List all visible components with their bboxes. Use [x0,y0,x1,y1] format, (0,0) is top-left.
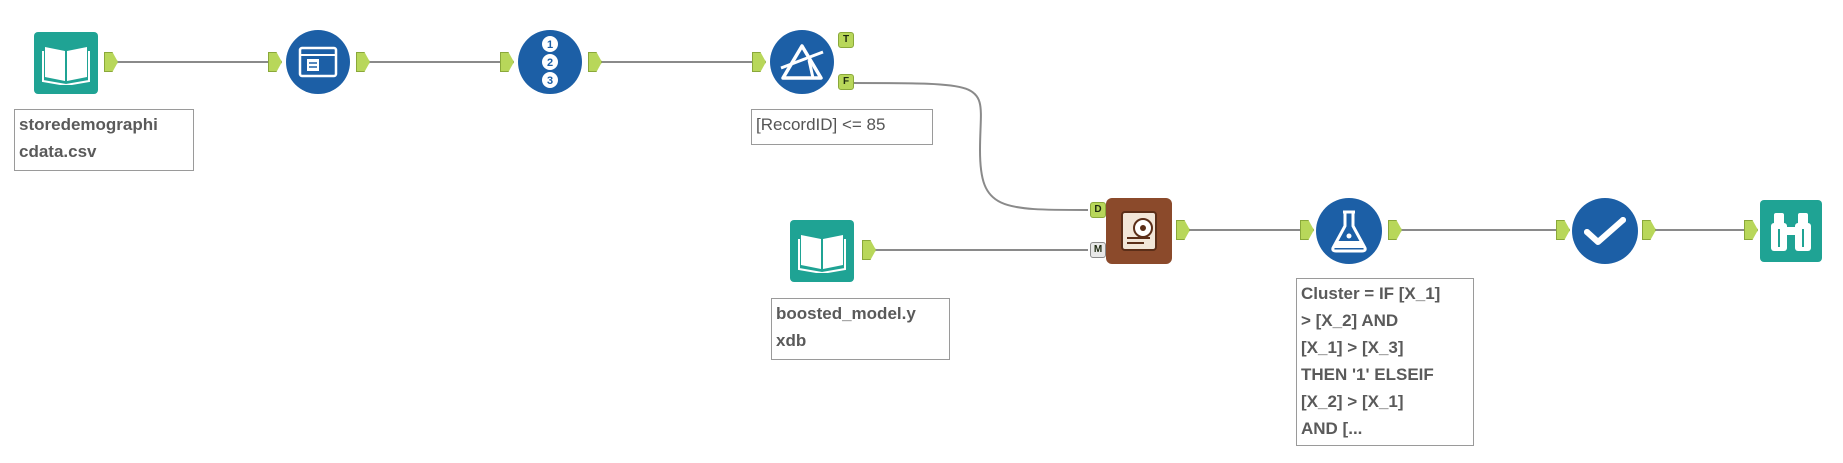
score-output-anchor[interactable] [1176,220,1190,240]
input-model-output-anchor[interactable] [862,240,876,260]
filter-annotation: [RecordID] <= 85 [751,109,933,145]
select-tool[interactable] [286,30,350,94]
wire-filter-false-to-score [851,82,1089,211]
formula-flask-icon [1331,210,1367,253]
svg-text:1: 1 [547,39,553,51]
filter-true-anchor[interactable]: T [838,32,854,48]
formula-annotation: Cluster = IF [X_1] > [X_2] AND [X_1] > [… [1296,278,1474,446]
checkmark-icon [1584,217,1626,245]
svg-text:2: 2 [547,57,553,69]
formula-input-anchor[interactable] [1300,220,1314,240]
filter-tool[interactable] [770,30,834,94]
record-id-tool[interactable]: 1 2 3 [518,30,582,94]
select-input-anchor[interactable] [268,52,282,72]
binoculars-icon [1771,213,1811,251]
check-tool[interactable] [1572,198,1638,264]
filter-input-anchor[interactable] [752,52,766,72]
select-icon [298,46,338,78]
filter-false-anchor[interactable]: F [838,74,854,90]
browse-tool[interactable] [1760,200,1822,262]
formula-tool[interactable] [1316,198,1382,264]
recordid-output-anchor[interactable] [588,52,602,72]
input-model-tool[interactable] [790,220,854,282]
score-model-anchor[interactable]: M [1090,242,1106,258]
recordid-input-anchor[interactable] [500,52,514,72]
check-output-anchor[interactable] [1642,220,1656,240]
input-data-annotation: storedemographi cdata.csv [14,109,194,171]
book-icon [798,235,846,273]
input-data-tool[interactable] [34,32,98,94]
score-icon [1121,211,1157,251]
select-output-anchor[interactable] [356,52,370,72]
filter-icon [780,44,824,80]
book-icon [42,47,90,85]
record-id-icon: 1 2 3 [542,36,558,88]
score-data-anchor[interactable]: D [1090,202,1106,218]
input-data-output-anchor[interactable] [104,52,118,72]
check-input-anchor[interactable] [1556,220,1570,240]
browse-input-anchor[interactable] [1744,220,1758,240]
formula-output-anchor[interactable] [1388,220,1402,240]
score-tool[interactable] [1106,198,1172,264]
svg-text:3: 3 [547,75,553,87]
input-model-annotation: boosted_model.y xdb [771,298,950,360]
